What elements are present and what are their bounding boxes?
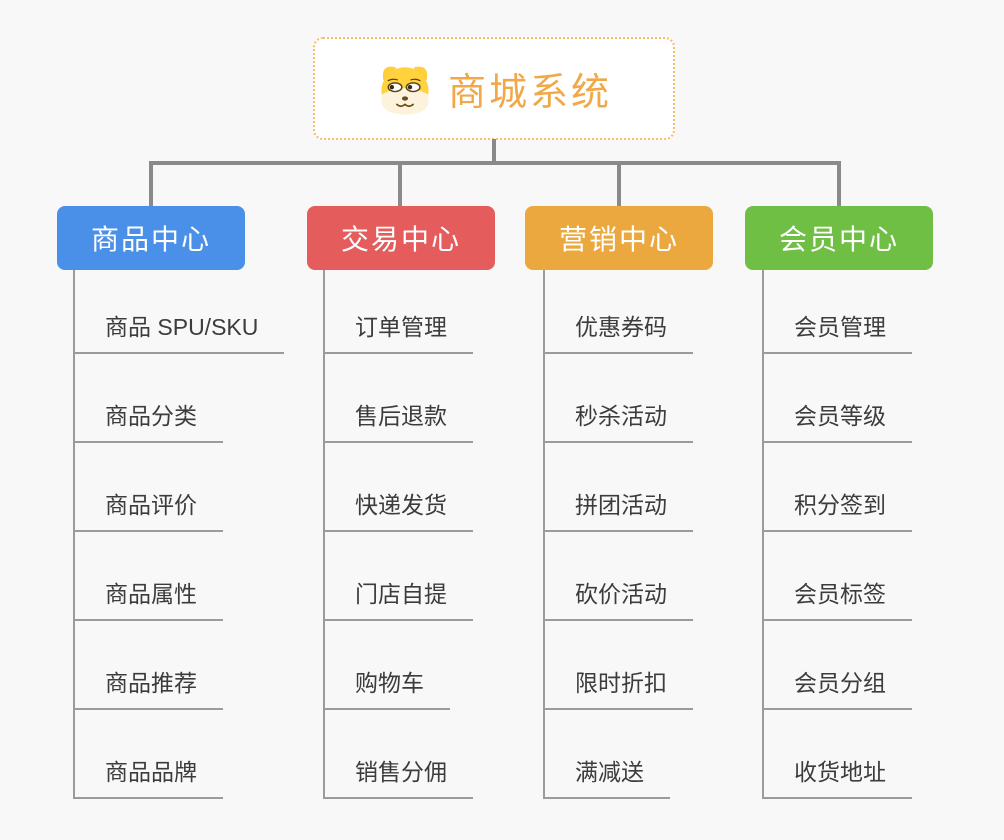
child-row: 商品推荐 xyxy=(75,621,284,710)
child-topic[interactable]: 商品 SPU/SKU xyxy=(75,308,285,354)
child-row: 商品属性 xyxy=(75,532,284,621)
child-row: 优惠券码 xyxy=(545,270,693,354)
child-topic[interactable]: 商品分类 xyxy=(75,397,223,443)
child-row: 会员管理 xyxy=(764,270,912,354)
child-topic[interactable]: 积分签到 xyxy=(764,486,912,532)
branch-children-member: 会员管理 会员等级 积分签到 会员标签 会员分组 收货地址 xyxy=(762,270,912,799)
root-node[interactable]: 商城系统 xyxy=(313,37,675,140)
child-topic[interactable]: 购物车 xyxy=(325,664,450,710)
child-topic[interactable]: 商品推荐 xyxy=(75,664,223,710)
child-topic[interactable]: 优惠券码 xyxy=(545,308,693,354)
child-topic[interactable]: 拼团活动 xyxy=(545,486,693,532)
child-topic[interactable]: 限时折扣 xyxy=(545,664,693,710)
child-row: 销售分佣 xyxy=(325,710,473,799)
child-row: 会员分组 xyxy=(764,621,912,710)
child-row: 订单管理 xyxy=(325,270,473,354)
branch-node-product[interactable]: 商品中心 xyxy=(57,206,245,270)
branch-node-member[interactable]: 会员中心 xyxy=(745,206,933,270)
root-title: 商城系统 xyxy=(447,72,612,114)
child-row: 商品 SPU/SKU xyxy=(75,270,285,354)
connector-drop-marketing xyxy=(617,163,621,207)
child-row: 满减送 xyxy=(545,710,693,799)
child-topic[interactable]: 门店自提 xyxy=(325,575,473,621)
child-row: 会员等级 xyxy=(764,354,912,443)
branch-children-marketing: 优惠券码 秒杀活动 拼团活动 砍价活动 限时折扣 满减送 xyxy=(543,270,693,799)
child-topic[interactable]: 会员标签 xyxy=(764,575,912,621)
child-topic[interactable]: 砍价活动 xyxy=(545,575,693,621)
child-row: 购物车 xyxy=(325,621,473,710)
branch-node-marketing[interactable]: 营销中心 xyxy=(525,206,713,270)
child-row: 秒杀活动 xyxy=(545,354,693,443)
child-row: 砍价活动 xyxy=(545,532,693,621)
child-topic[interactable]: 商品品牌 xyxy=(75,753,223,799)
child-topic[interactable]: 商品评价 xyxy=(75,486,223,532)
child-row: 快递发货 xyxy=(325,443,473,532)
child-topic[interactable]: 快递发货 xyxy=(325,486,473,532)
child-row: 门店自提 xyxy=(325,532,473,621)
branch-node-trade[interactable]: 交易中心 xyxy=(307,206,495,270)
child-row: 商品评价 xyxy=(75,443,284,532)
child-topic[interactable]: 商品属性 xyxy=(75,575,223,621)
child-topic[interactable]: 会员分组 xyxy=(764,664,912,710)
child-row: 限时折扣 xyxy=(545,621,693,710)
child-topic[interactable]: 会员等级 xyxy=(764,397,912,443)
connector-drop-product xyxy=(149,163,153,207)
child-topic[interactable]: 销售分佣 xyxy=(325,753,473,799)
child-row: 收货地址 xyxy=(764,710,912,799)
child-topic[interactable]: 满减送 xyxy=(545,753,670,799)
child-row: 商品分类 xyxy=(75,354,284,443)
child-row: 商品品牌 xyxy=(75,710,284,799)
child-topic[interactable]: 售后退款 xyxy=(325,397,473,443)
branch-children-product: 商品 SPU/SKU 商品分类 商品评价 商品属性 商品推荐 商品品牌 xyxy=(73,270,285,799)
child-row: 会员标签 xyxy=(764,532,912,621)
child-row: 积分签到 xyxy=(764,443,912,532)
child-topic[interactable]: 会员管理 xyxy=(764,308,912,354)
connector-horizontal xyxy=(149,161,841,165)
connector-drop-member xyxy=(837,163,841,207)
child-row: 拼团活动 xyxy=(545,443,693,532)
child-topic[interactable]: 订单管理 xyxy=(325,308,473,354)
dog-face-icon xyxy=(381,66,429,114)
child-topic[interactable]: 秒杀活动 xyxy=(545,397,693,443)
child-row: 售后退款 xyxy=(325,354,473,443)
connector-root-stub xyxy=(492,139,496,163)
child-topic[interactable]: 收货地址 xyxy=(764,753,912,799)
connector-drop-trade xyxy=(398,163,402,207)
branch-children-trade: 订单管理 售后退款 快递发货 门店自提 购物车 销售分佣 xyxy=(323,270,473,799)
